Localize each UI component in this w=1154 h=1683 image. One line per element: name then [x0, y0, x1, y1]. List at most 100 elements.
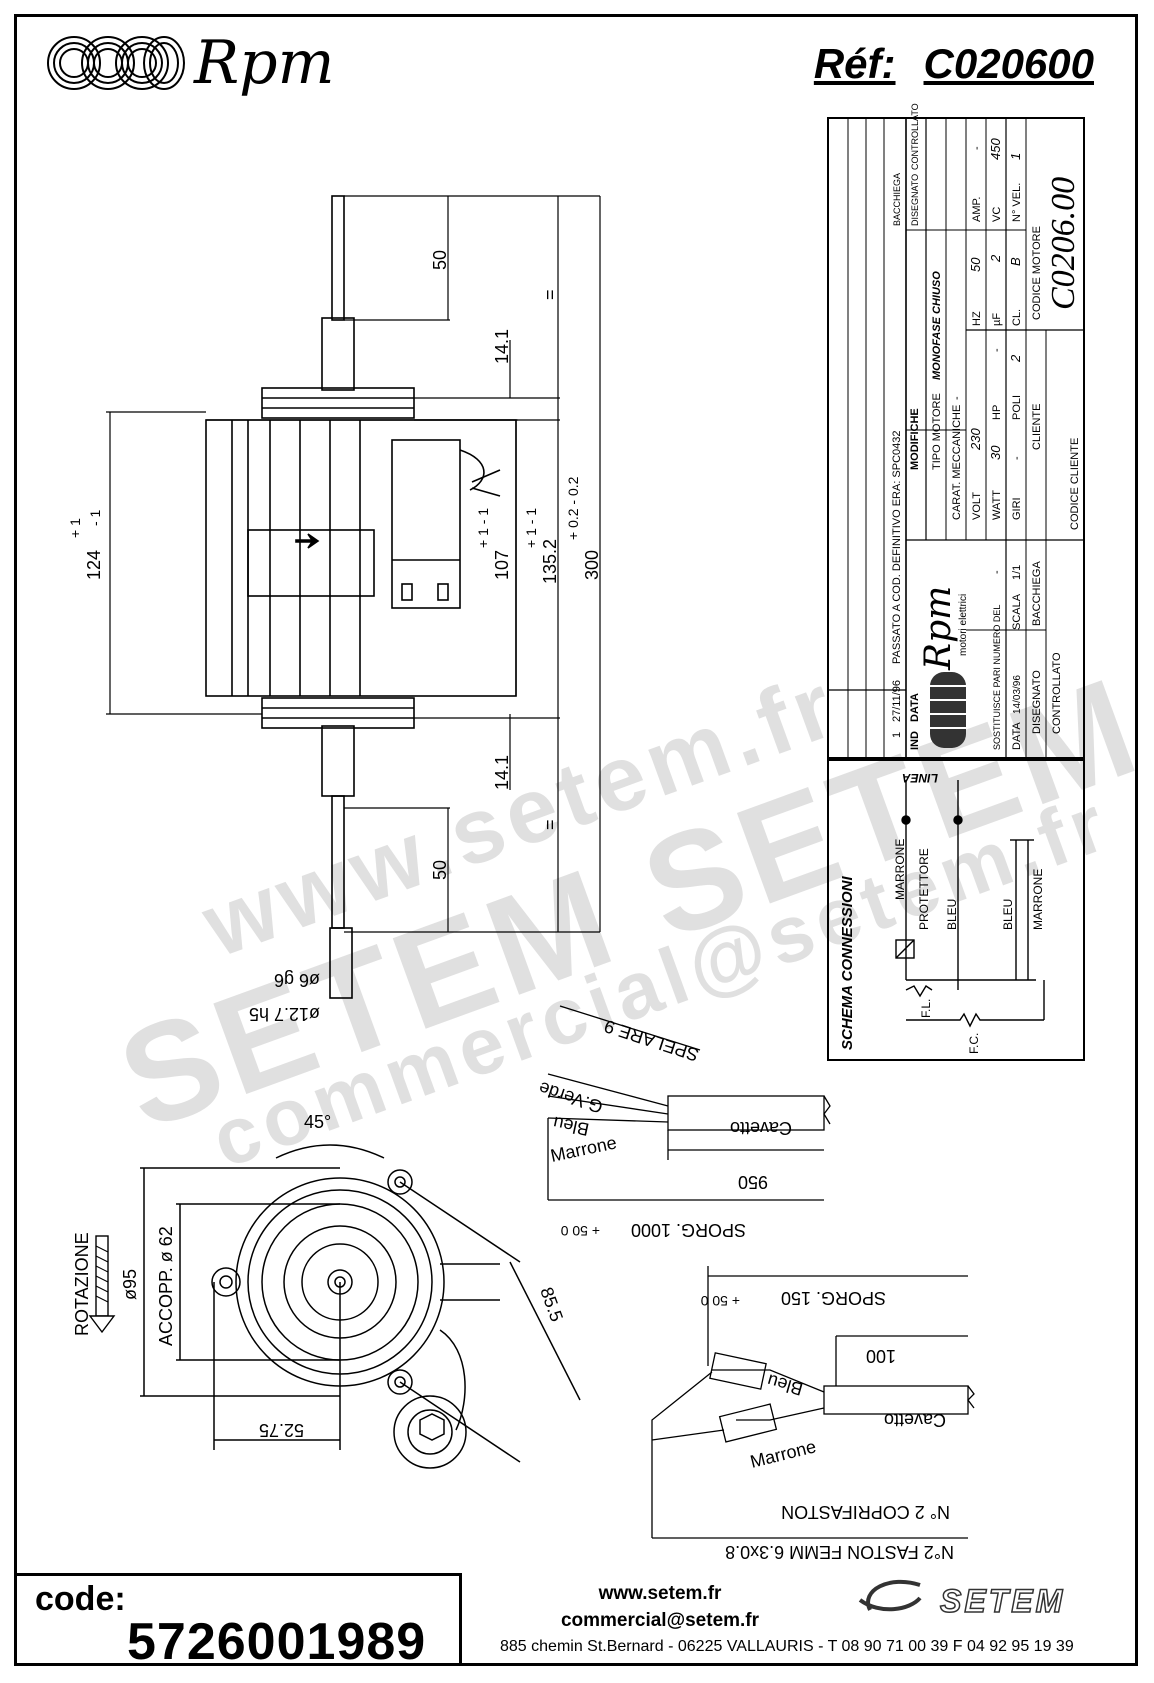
cliente-label: CLIENTE	[1031, 404, 1043, 450]
carat-label: CARAT. MECCANICHE	[951, 405, 963, 520]
reference: Réf: C020600	[814, 40, 1094, 88]
volt: 230	[968, 428, 983, 451]
codice-motore-label: CODICE MOTORE	[1031, 226, 1043, 320]
len-100: 100	[866, 1346, 896, 1366]
dim-gap-bottom: 14.1	[492, 755, 512, 790]
revision-note: PASSATO A COD. DEFINITIVO ERA: SPC0432	[891, 430, 903, 664]
dim-300-tol: + 0.2 - 0.2	[565, 476, 581, 540]
d95-label: ø95	[120, 1269, 140, 1300]
carat: -	[951, 396, 963, 400]
dim-bottom-shaft: 50	[430, 860, 450, 880]
uf-label: µF	[991, 313, 1003, 326]
faston-label: N°2 FASTON FEMM 6.3x0.8	[725, 1542, 954, 1562]
controllato-label: CONTROLLATO	[1051, 652, 1063, 734]
d52-label: 52.75	[259, 1420, 304, 1440]
footer-email-link[interactable]: commercial@setem.fr	[560, 1610, 760, 1631]
dim-135-tol: + 1 - 1	[523, 508, 539, 548]
dim-107-tol: + 1 - 1	[475, 508, 491, 548]
amp-label: AMP.	[971, 197, 983, 222]
rpm-brand-small: Rpm	[918, 586, 959, 671]
bleu-label: Bleu	[551, 1113, 590, 1140]
footer-contact: www.setem.fr commercial@setem.fr	[520, 1580, 800, 1634]
drawing-frame	[14, 14, 1138, 1666]
footer-web-link[interactable]: www.setem.fr	[598, 1583, 722, 1604]
fc-label: F.C.	[967, 1033, 981, 1054]
ref-value: C020600	[923, 40, 1094, 87]
hp-label: HP	[991, 405, 1003, 420]
linea-label: LINEA	[902, 771, 938, 785]
tipo-motore: MONOFASE CHIUSO	[931, 271, 943, 380]
bleu2-label: Bleu	[765, 1370, 805, 1399]
sporg-1000-tol: + 50 0	[560, 1223, 600, 1239]
fl-label: F.L.	[919, 999, 933, 1018]
volt-label: VOLT	[971, 492, 983, 520]
dim-top-shaft: 50	[430, 250, 450, 270]
cl-label: CL.	[1011, 309, 1023, 326]
code-value: 5726001989	[127, 1613, 427, 1671]
protettore-wire: PROTETTORE	[917, 848, 931, 930]
wiring-schema	[895, 780, 1045, 1028]
setem-swirl-icon: SETEM	[858, 1579, 1065, 1620]
uf: 2	[988, 254, 1003, 263]
brand-name: Rpm	[194, 28, 335, 98]
controllato-header: CONTROLLATO	[910, 103, 920, 170]
setem-logo: SETEM	[850, 1570, 1110, 1635]
dim-gap-top: 14.1	[492, 329, 512, 364]
bacchiega-header: BACCHIEGA	[892, 173, 902, 226]
front-view-labels: 45° ROTAZIONE ø95 ACCOPP. ø 62 52.75 85.…	[72, 1112, 567, 1440]
scala: 1/1	[1011, 565, 1023, 580]
copri-label: N° 2 COPRIFASTON	[781, 1502, 950, 1522]
g-verde-label: G.Verde	[536, 1078, 605, 1117]
rotation-label: ROTAZIONE	[72, 1232, 92, 1336]
cable-labels-2: SPORG. 150 + 50 0 100 Bleu Cavetto Marro…	[700, 1288, 954, 1562]
poli: 2	[1008, 354, 1023, 363]
poli-label: POLI	[1011, 395, 1023, 420]
rpm-logo: Rpm	[46, 28, 334, 98]
vel: 1	[1008, 153, 1023, 160]
dim-body-height: 124	[84, 550, 104, 580]
front-view	[140, 1144, 581, 1469]
ref-label: Réf:	[813, 40, 896, 87]
data-label: DATA	[1011, 722, 1023, 750]
dim-equal-top: =	[540, 289, 560, 300]
cable-labels-1: SPELARE 9 G.Verde Bleu Marrone Cavetto 9…	[536, 1016, 792, 1240]
dim-body-tol-plus: + 1	[67, 518, 83, 538]
vc-label: VC	[991, 207, 1003, 222]
cavetto2-label: Cavetto	[884, 1410, 946, 1430]
bleu-wire: BLEU	[945, 899, 959, 930]
side-view-labels: 50 = 14.1 124 + 1 - 1 107 + 1 - 1 135.2 …	[67, 250, 602, 1024]
dimension-lines	[106, 195, 601, 933]
marrone-wire: MARRONE	[893, 839, 907, 900]
cable-drawing-2	[651, 1266, 975, 1539]
cl: B	[1008, 257, 1023, 266]
watt: 30	[988, 445, 1003, 460]
disegnato-label: DISEGNATO	[1031, 670, 1043, 734]
dim-shaft-d12: ø12.7 h5	[249, 1004, 320, 1024]
tipo-motore-label: TIPO MOTORE	[931, 393, 943, 470]
disegnato-header: DISEGNATO	[910, 174, 920, 226]
rev-ind: 1	[891, 732, 903, 738]
hz-label: HZ	[971, 311, 983, 326]
dim-300: 300	[582, 550, 602, 580]
hz: 50	[968, 257, 983, 272]
cable-drawing-1	[547, 1005, 831, 1201]
data-header: DATA	[909, 693, 921, 722]
bleu2-wire: BLEU	[1001, 899, 1015, 930]
sporg-150: SPORG. 150	[781, 1288, 886, 1308]
spelare-label: SPELARE 9	[602, 1016, 701, 1065]
giri: -	[1011, 456, 1023, 460]
codice-motore: C0206.00	[1045, 177, 1082, 310]
data-value: 14/03/96	[1012, 675, 1023, 714]
code-box: code: 5726001989	[14, 1573, 462, 1671]
setem-logo-text: SETEM	[940, 1583, 1065, 1619]
marrone2-wire: MARRONE	[1031, 869, 1045, 930]
marrone2-label: Marrone	[748, 1436, 818, 1472]
len-950: 950	[738, 1172, 768, 1192]
dim-107: 107	[492, 550, 512, 580]
code-label: code:	[35, 1580, 126, 1618]
cavetto-label: Cavetto	[730, 1118, 792, 1138]
sporg-1000: SPORG. 1000	[631, 1220, 746, 1240]
dim-shaft-d6: ø6 g6	[274, 970, 320, 990]
vc: 450	[988, 138, 1003, 160]
dim-body-tol-minus: - 1	[87, 509, 103, 526]
